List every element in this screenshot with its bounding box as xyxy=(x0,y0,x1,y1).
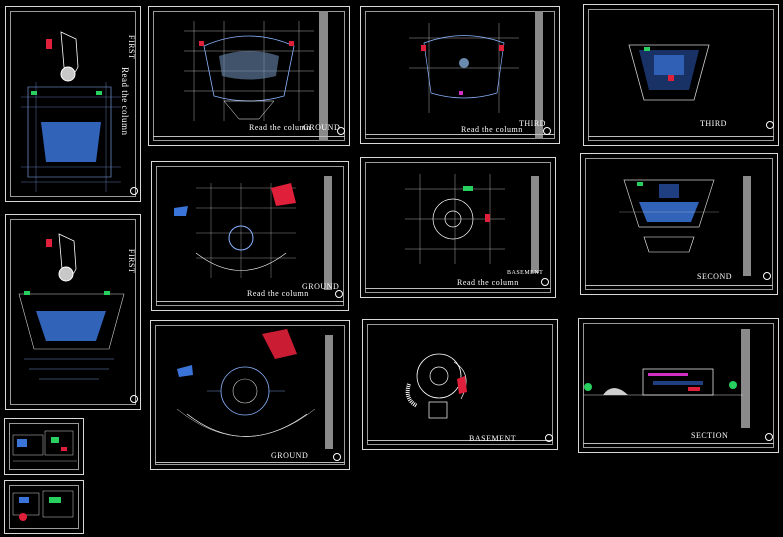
sheet-title: FIRST xyxy=(127,35,136,60)
title-block-line xyxy=(156,301,344,302)
floor-plan-drawing xyxy=(166,178,306,288)
sheet-border xyxy=(367,324,553,445)
sheet-border xyxy=(153,11,345,141)
sheet-border xyxy=(583,323,774,448)
title-block-line xyxy=(588,136,774,137)
title-block-line xyxy=(365,134,555,135)
title-block-line xyxy=(155,462,345,463)
floor-plan-drawing xyxy=(405,174,505,264)
sheet-title: THIRD xyxy=(519,119,546,128)
north-marker-icon xyxy=(543,127,551,135)
title-strip xyxy=(325,335,333,449)
sheet-border xyxy=(588,9,774,141)
drawing-sheet-third-plan[interactable]: THIRD Read the column xyxy=(360,6,560,144)
drawing-sheet-second[interactable]: SECOND xyxy=(580,153,778,295)
title-block-line xyxy=(365,288,551,289)
drawing-sheet-ground-plan[interactable]: GROUND Read the column xyxy=(151,161,349,311)
north-marker-icon xyxy=(541,278,549,286)
sheet-border xyxy=(9,485,79,529)
detail-drawing xyxy=(11,425,79,470)
floor-plan-drawing xyxy=(624,35,714,105)
floor-plan-drawing xyxy=(184,21,314,121)
north-marker-icon xyxy=(130,187,138,195)
title-strip xyxy=(319,11,328,141)
sheet-title: GROUND xyxy=(303,123,341,132)
sheet-note: Read the column xyxy=(249,123,311,132)
detail-sheet-2[interactable] xyxy=(4,480,84,534)
north-marker-icon xyxy=(545,434,553,442)
drawing-sheet-basement[interactable]: BASEMENT xyxy=(362,319,558,450)
sheet-border xyxy=(365,162,551,293)
title-block-line xyxy=(367,440,553,441)
north-marker-icon xyxy=(763,272,771,280)
floor-plan-drawing xyxy=(167,329,317,449)
north-marker-icon xyxy=(333,453,341,461)
floor-plan-drawing xyxy=(14,229,129,399)
north-marker-icon xyxy=(337,127,345,135)
drawing-sheet-section[interactable]: SECTION xyxy=(578,318,779,453)
drawing-sheet-first[interactable]: FIRST xyxy=(5,214,141,410)
sheet-border xyxy=(155,325,345,465)
title-block-line xyxy=(583,443,774,444)
sheet-title: BASEMENT xyxy=(507,270,544,276)
detail-drawing xyxy=(11,487,79,529)
detail-sheet-1[interactable] xyxy=(4,418,84,475)
drawing-sheet-first-top[interactable]: FIRST Read the column xyxy=(5,6,141,202)
title-strip xyxy=(531,176,539,273)
title-block-line xyxy=(585,285,773,286)
north-marker-icon xyxy=(130,395,138,403)
sheet-note: Read the column xyxy=(120,67,130,136)
sheet-title: THIRD xyxy=(700,119,727,128)
north-marker-icon xyxy=(335,290,343,298)
north-marker-icon xyxy=(765,433,773,441)
sheet-note: Read the column xyxy=(461,125,523,134)
section-drawing xyxy=(583,363,743,413)
sheet-border xyxy=(9,423,79,470)
title-strip xyxy=(741,329,750,428)
north-marker-icon xyxy=(766,121,774,129)
floor-plan-drawing xyxy=(409,23,519,113)
sheet-title: FIRST xyxy=(127,249,136,274)
floor-plan-drawing xyxy=(619,172,719,257)
title-strip xyxy=(324,176,332,290)
sheet-title: GROUND xyxy=(271,451,309,460)
title-strip xyxy=(743,176,751,276)
drawing-sheet-third[interactable]: THIRD xyxy=(583,4,779,146)
drawing-sheet-ground-top[interactable]: GROUND Read the column xyxy=(148,6,350,146)
sheet-border xyxy=(365,11,555,139)
sheet-title: BASEMENT xyxy=(469,434,517,443)
floor-plan-drawing xyxy=(399,344,489,429)
drawing-sheet-basement-plan[interactable]: BASEMENT Read the column xyxy=(360,157,556,298)
title-strip xyxy=(535,11,543,139)
drawing-sheet-ground[interactable]: GROUND xyxy=(150,320,350,470)
sheet-border xyxy=(10,11,136,197)
floor-plan-drawing xyxy=(16,27,126,197)
sheet-title: SECOND xyxy=(697,272,733,281)
sheet-title: SECTION xyxy=(691,431,729,440)
title-block-line xyxy=(153,136,345,137)
sheet-note: Read the column xyxy=(457,278,519,287)
sheet-note: Read the column xyxy=(247,289,309,298)
sheet-border xyxy=(156,166,344,306)
sheet-title: GROUND xyxy=(302,282,340,291)
sheet-border xyxy=(585,158,773,290)
sheet-border xyxy=(10,219,136,405)
